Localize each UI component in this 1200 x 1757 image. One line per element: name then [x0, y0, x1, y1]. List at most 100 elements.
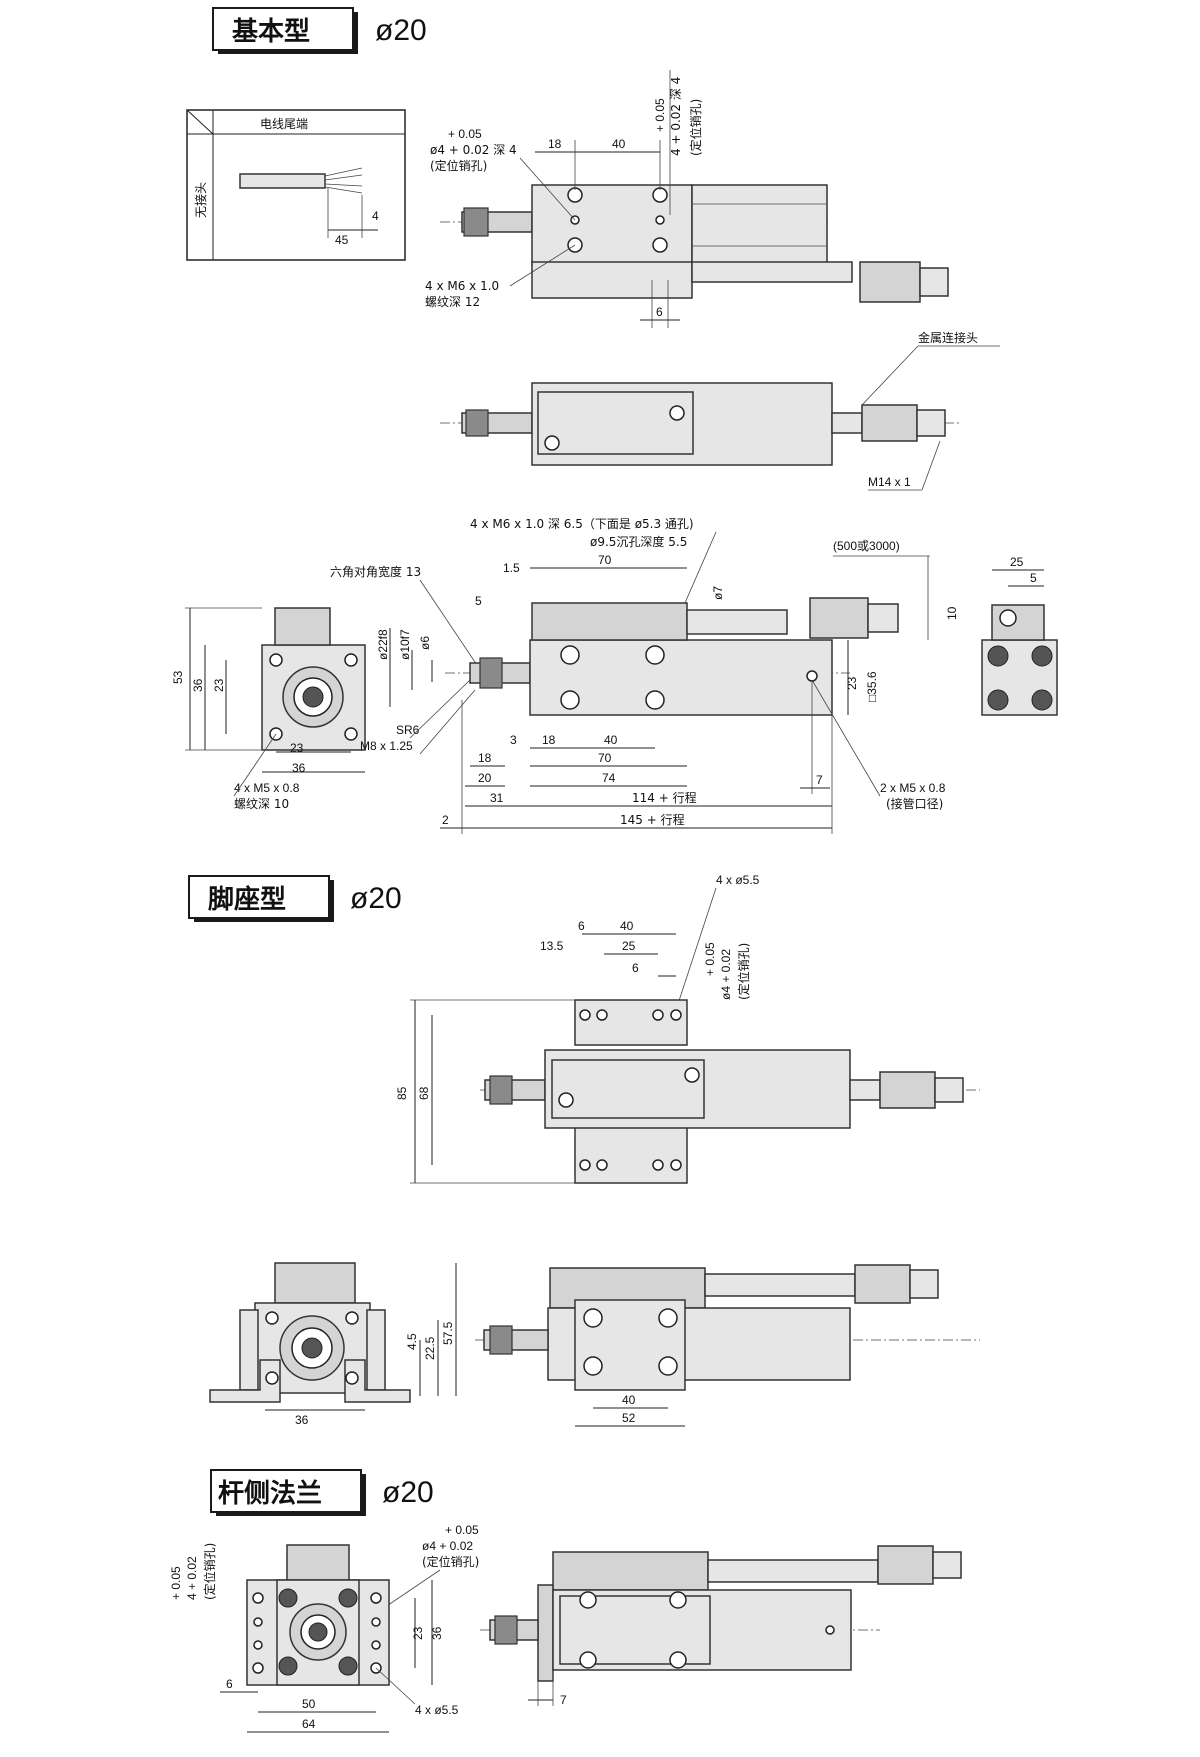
dim-4: 4	[372, 209, 379, 223]
m8-thread: M8 x 1.25	[360, 739, 413, 753]
section-header-flange: 杆侧法兰 ø20	[210, 1469, 434, 1516]
sensor-top	[531, 602, 688, 641]
foot-pin-note: (定位销孔)	[736, 943, 751, 1000]
dim-40b: 40	[622, 1393, 636, 1407]
flange-tol: + 0.05	[445, 1523, 479, 1537]
vertical-note: (定位销孔)	[688, 99, 703, 156]
dim-85: 85	[395, 1086, 409, 1100]
cable	[831, 412, 863, 434]
dim-40b: 40	[604, 733, 618, 747]
dim-7: 7	[560, 1693, 567, 1707]
basic-detail-views: 4 x M6 x 1.0 深 6.5（下面是 ø5.3 通孔) ø9.5沉孔深度…	[171, 517, 1058, 834]
dim-2: 2	[442, 813, 449, 827]
guide-block	[551, 1059, 705, 1119]
rear-sensor	[991, 604, 1045, 641]
foot-tol: + 0.05	[703, 942, 717, 976]
bore-size: ø20	[350, 882, 402, 915]
foot-pin: ø4 + 0.02	[719, 949, 733, 1000]
dim-36: 36	[191, 678, 205, 692]
dim-70b: 70	[598, 751, 612, 765]
guide-lower	[531, 261, 693, 299]
sr6: SR6	[396, 723, 420, 737]
connector	[859, 261, 921, 303]
dim-10: ø10f7	[398, 629, 412, 660]
dim-3: 3	[510, 733, 517, 747]
dim-18b: 18	[542, 733, 556, 747]
port-note: (接管口径)	[886, 796, 943, 811]
hex-label: 六角对角宽度 13	[330, 564, 421, 579]
dim-50: 50	[302, 1697, 316, 1711]
flange-side-view: 7	[480, 1545, 962, 1707]
dim-square: □35.6	[865, 671, 879, 702]
dim-6v: ø6	[418, 636, 432, 650]
dim-145: 145 + 行程	[620, 812, 685, 827]
no-connector-label: 无接头	[193, 182, 208, 218]
bore-size: ø20	[375, 14, 427, 47]
dim-20: 20	[478, 771, 492, 785]
dim-36: 36	[295, 1413, 309, 1427]
flange-v-tol: + 0.05	[169, 1566, 183, 1600]
dim-74: 74	[602, 771, 616, 785]
section-header-basic: 基本型 ø20	[212, 7, 427, 54]
thread-depth: 螺纹深 12	[425, 295, 480, 309]
dim-1-5: 1.5	[503, 561, 520, 575]
dim-23b: 23	[290, 741, 304, 755]
top-note-1: 4 x M6 x 1.0 深 6.5（下面是 ø5.3 通孔)	[470, 517, 694, 531]
sensor-cable	[691, 261, 853, 283]
dim-6: 6	[578, 919, 585, 933]
dim-10b: 10	[945, 606, 959, 620]
connector	[877, 1545, 934, 1585]
basic-top-view: 18 40 + 0.05 ø4 + 0.02 深 4 (定位销孔) + 0.05…	[425, 70, 949, 328]
dim-68: 68	[417, 1086, 431, 1100]
dim-31: 31	[490, 791, 504, 805]
dim-22-5: 22.5	[423, 1336, 437, 1360]
rod-nut	[465, 409, 489, 437]
connector-tip	[919, 267, 949, 297]
connector	[854, 1264, 911, 1304]
dim-23: 23	[212, 678, 226, 692]
guide-block	[537, 391, 694, 455]
dim-6b: 6	[632, 961, 639, 975]
dim-52: 52	[622, 1411, 636, 1425]
section-header-foot: 脚座型 ø20	[188, 875, 402, 922]
dim-70: 70	[598, 553, 612, 567]
dim-57-5: 57.5	[441, 1321, 455, 1345]
sensor-top	[552, 1551, 709, 1591]
metal-connector-label: 金属连接头	[918, 330, 978, 345]
connector-tip	[916, 409, 946, 437]
dim-6: 6	[656, 305, 663, 319]
dim-40: 40	[620, 919, 634, 933]
sensor-housing	[274, 1262, 356, 1304]
sensor-housing	[286, 1544, 350, 1584]
cable-end-label: 电线尾端	[260, 117, 308, 131]
top-note-2: ø9.5沉孔深度 5.5	[590, 534, 687, 549]
dim-7b: 7	[816, 773, 823, 787]
dim-5: 5	[475, 594, 482, 608]
cylinder-body	[529, 639, 833, 716]
cable-end-detail: 电线尾端 无接头 45 4	[186, 109, 406, 261]
dim-36b: 36	[292, 761, 306, 775]
section-header-box	[212, 7, 354, 51]
dim-18: 18	[548, 137, 562, 151]
vertical-tolerance: + 0.05	[653, 98, 667, 132]
dim-6: 6	[226, 1677, 233, 1691]
dim-5b: 5	[1030, 571, 1037, 585]
connector-tip	[867, 603, 899, 633]
section-title: 基本型	[232, 17, 310, 47]
m5-holes: 4 x M5 x 0.8	[234, 781, 300, 795]
dim-25: 25	[622, 939, 636, 953]
dim-64: 64	[302, 1717, 316, 1731]
rod-nut	[463, 207, 489, 237]
port-thread: 2 x M5 x 0.8	[880, 781, 946, 795]
vertical-pin: 4 + 0.02 深 4	[669, 77, 683, 156]
bore-size: ø20	[382, 1476, 434, 1509]
metal-connector	[861, 404, 918, 442]
rod-nut	[479, 657, 503, 689]
pin-tolerance: + 0.05	[448, 127, 482, 141]
dim-23c: 23	[845, 676, 859, 690]
flange-end-view: + 0.05 ø4 + 0.02 (定位销孔) + 0.05 4 + 0.02 …	[169, 1523, 479, 1733]
section-title: 脚座型	[208, 884, 286, 915]
dim-23: 23	[411, 1626, 425, 1640]
dim-40: 40	[612, 137, 626, 151]
